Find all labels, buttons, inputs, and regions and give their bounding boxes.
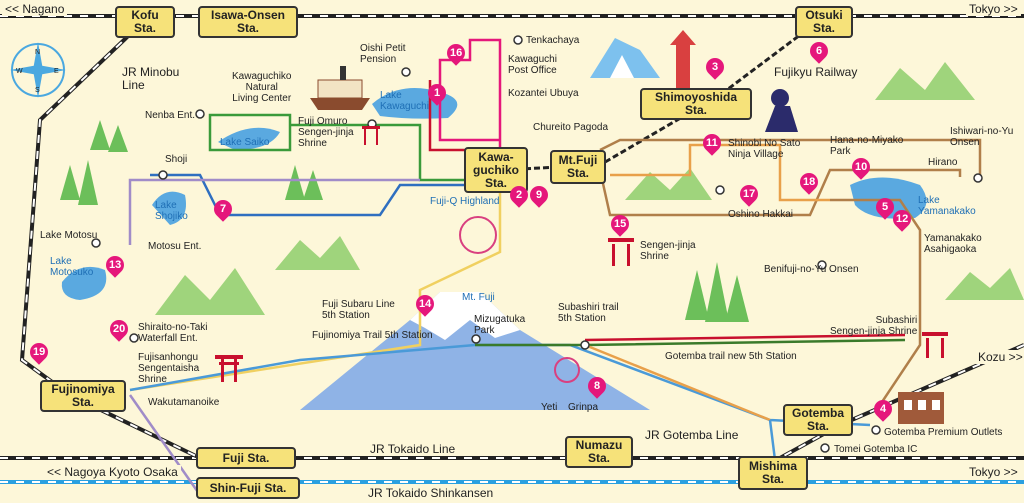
place-fujinomiya-trail[interactable]: Fujinomiya Trail 5th Station bbox=[312, 330, 433, 341]
svg-text:S: S bbox=[35, 87, 40, 94]
ninja-icon bbox=[765, 89, 798, 132]
place-lake-saiko: Lake Saiko bbox=[220, 137, 270, 148]
place-yeti[interactable]: Yeti bbox=[541, 402, 558, 413]
outlet-building-icon bbox=[898, 392, 944, 424]
place-fuji-q-highland[interactable]: Fuji-Q Highland bbox=[430, 196, 500, 207]
place-gotemba-outlets[interactable]: Gotemba Premium Outlets bbox=[884, 427, 1003, 438]
place-nenba-ent[interactable]: Nenba Ent. bbox=[145, 110, 196, 121]
compass-icon: N S W E bbox=[10, 42, 66, 98]
place-kozantei-ubuya[interactable]: Kozantei Ubuya bbox=[508, 88, 579, 99]
direction-nagoya: << Nagoya Kyoto Osaka bbox=[44, 465, 181, 479]
ferry-icon bbox=[310, 66, 370, 110]
station-shin-fuji[interactable]: Shin-Fuji Sta. bbox=[196, 477, 300, 499]
place-chureito-pagoda[interactable]: Chureito Pagoda bbox=[533, 122, 609, 133]
place-oshino-hakkai[interactable]: Oshino Hakkai bbox=[728, 209, 794, 220]
place-lake-motosu[interactable]: Lake Motosu bbox=[40, 230, 98, 241]
direction-tokyo-top: Tokyo >> bbox=[966, 2, 1021, 16]
place-motosu-ent[interactable]: Motosu Ent. bbox=[148, 241, 202, 252]
tree-icon bbox=[60, 120, 749, 322]
direction-kozu: Kozu >> bbox=[975, 350, 1024, 364]
place-grinpa[interactable]: Grinpa bbox=[568, 402, 599, 413]
place-benifuji-onsen[interactable]: Benifuji-no-Yu Onsen bbox=[764, 264, 859, 275]
bus-stops[interactable] bbox=[91, 35, 983, 453]
line-fujikyu: Fujikyu Railway bbox=[774, 65, 858, 79]
svg-text:E: E bbox=[54, 68, 59, 75]
line-jr-tokaido: JR Tokaido Line bbox=[370, 442, 456, 456]
place-hirano[interactable]: Hirano bbox=[928, 157, 958, 168]
place-gotemba-trail[interactable]: Gotemba trail new 5th Station bbox=[665, 351, 797, 362]
place-wakutamanoike[interactable]: Wakutamanoike bbox=[148, 397, 220, 408]
svg-text:N: N bbox=[35, 49, 40, 56]
direction-nagano: << Nagano bbox=[2, 2, 68, 16]
station-fuji[interactable]: Fuji Sta. bbox=[196, 447, 296, 469]
torii-icon bbox=[215, 126, 948, 382]
direction-tokyo-bottom: Tokyo >> bbox=[966, 465, 1021, 479]
place-mt-fuji-label: Mt. Fuji bbox=[462, 292, 495, 303]
ferris-wheel-icon bbox=[459, 216, 580, 383]
line-jr-shinkansen: JR Tokaido Shinkansen bbox=[368, 486, 494, 500]
pagoda-icon bbox=[590, 30, 696, 88]
place-shoji[interactable]: Shoji bbox=[165, 154, 188, 165]
place-tenkachaya[interactable]: Tenkachaya bbox=[526, 35, 580, 46]
svg-text:W: W bbox=[16, 68, 23, 75]
place-tomei-gotemba-ic[interactable]: Tomei Gotemba IC bbox=[834, 444, 918, 455]
line-jr-gotemba: JR Gotemba Line bbox=[645, 428, 739, 442]
